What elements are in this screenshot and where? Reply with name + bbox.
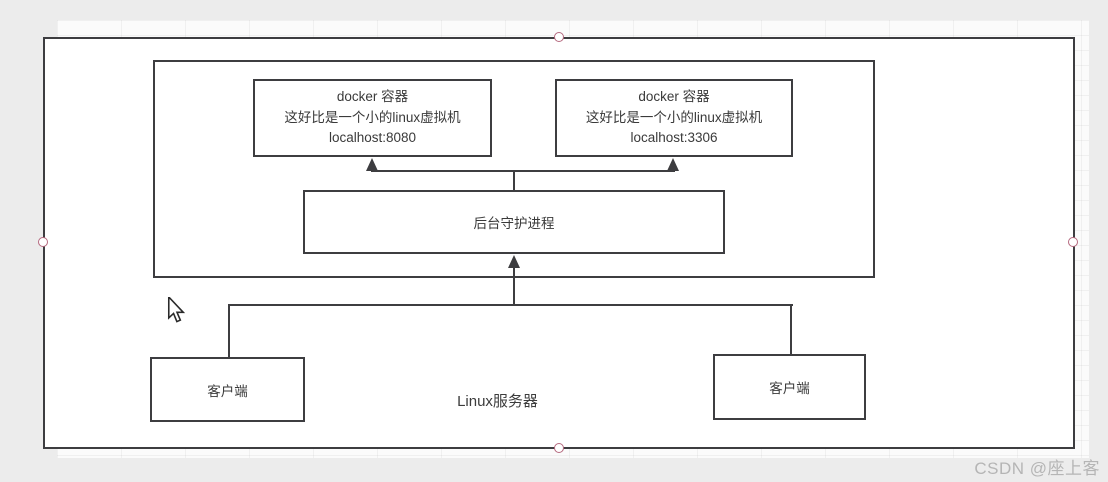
connector-daemon-to-containers-hline[interactable] [371, 170, 675, 172]
connector-clients-hline[interactable] [228, 304, 793, 306]
client-label: 客户端 [769, 381, 810, 396]
arrowhead-into-daemon-icon [508, 255, 520, 268]
arrowhead-into-docker-left-icon [366, 158, 378, 171]
docker-container-title: docker 容器 [336, 88, 409, 104]
connector-client-left-stem[interactable] [228, 304, 230, 358]
csdn-watermark: CSDN @座上客 [974, 459, 1100, 478]
mouse-cursor-icon [167, 295, 186, 328]
client-label: 客户端 [207, 383, 248, 399]
connector-daemon-to-containers-stem[interactable] [513, 171, 515, 190]
docker-container-title: docker 容器 [638, 88, 710, 104]
selection-handle-left[interactable] [38, 237, 48, 247]
docker-container-desc: 这好比是一个小的linux虚拟机 [284, 109, 461, 125]
linux-server-label: Linux服务器 [457, 393, 538, 410]
daemon-box[interactable]: 后台守护进程 [303, 190, 725, 254]
client-right-box[interactable]: 客户端 [713, 354, 866, 420]
docker-container-8080-box[interactable]: docker 容器 这好比是一个小的linux虚拟机 localhost:808… [253, 79, 492, 157]
docker-container-address: localhost:8080 [328, 130, 417, 146]
arrowhead-into-docker-right-icon [667, 158, 679, 171]
selection-handle-top[interactable] [554, 32, 564, 42]
connector-clients-to-daemon-stem[interactable] [513, 266, 515, 306]
selection-handle-right[interactable] [1068, 237, 1078, 247]
docker-container-desc: 这好比是一个小的linux虚拟机 [585, 109, 763, 125]
selection-handle-bottom[interactable] [554, 443, 564, 453]
docker-container-3306-box[interactable]: docker 容器 这好比是一个小的linux虚拟机 localhost:330… [555, 79, 793, 157]
connector-client-right-stem[interactable] [790, 304, 792, 355]
docker-container-address: localhost:3306 [630, 130, 718, 146]
client-left-box[interactable]: 客户端 [150, 357, 305, 422]
daemon-label: 后台守护进程 [473, 216, 555, 231]
